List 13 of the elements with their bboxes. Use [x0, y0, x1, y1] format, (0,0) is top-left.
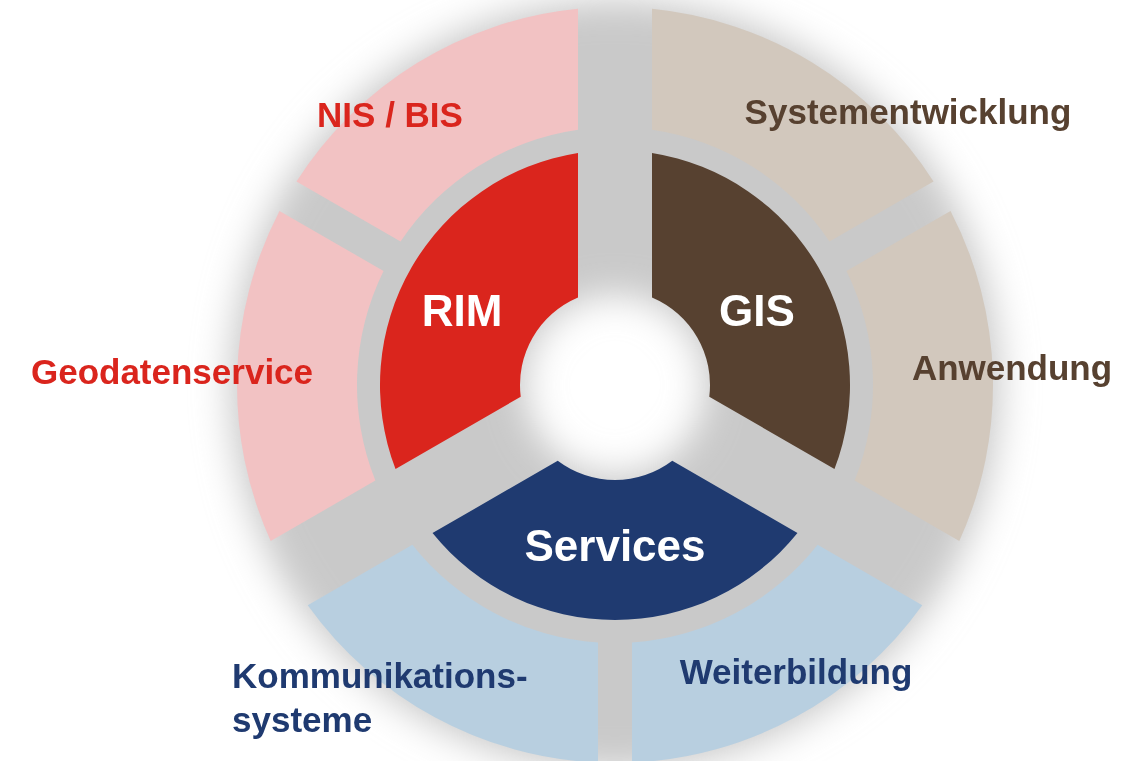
segment-label: GIS [719, 284, 795, 337]
ring-segment [432, 460, 798, 620]
segment-label: Kommunikations- systeme [232, 655, 529, 741]
segment-label: RIM [421, 284, 503, 337]
segment-label: NIS / BIS [317, 94, 463, 137]
segment-label: Services [524, 519, 706, 572]
segment-label: Systementwicklung [744, 91, 1072, 134]
segment-label: Anwendung [911, 347, 1113, 390]
segment-label: Weiterbildung [679, 651, 913, 694]
segment-label: Geodatenservice [30, 351, 314, 394]
ring-segment [380, 152, 578, 469]
ring-segment [652, 152, 850, 469]
ring-segment [296, 8, 578, 242]
